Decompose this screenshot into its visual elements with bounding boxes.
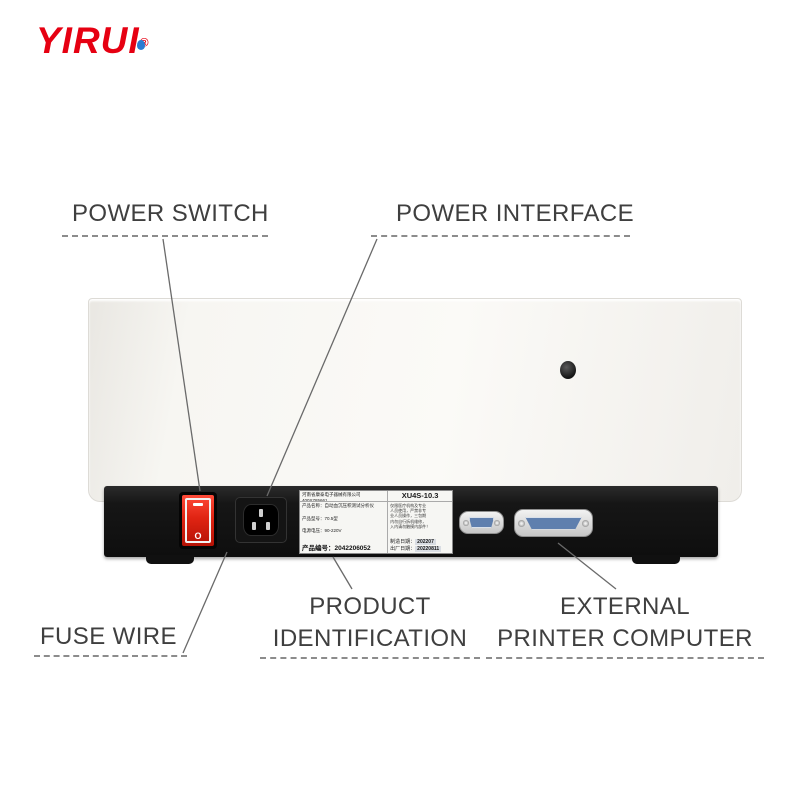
product-identification-underline xyxy=(260,657,480,659)
device-foot-left xyxy=(146,555,194,564)
product-identification-leader-line xyxy=(332,556,353,590)
parallel-port-db25[interactable] xyxy=(514,509,593,537)
db25-connector-insert xyxy=(525,516,582,530)
product-nameplate: 河南省康泰电子器械有限公司 400X785661 XU4S-10.3 产品名称：… xyxy=(299,490,453,554)
power-switch-underline xyxy=(62,235,268,237)
power-switch-on-mark xyxy=(193,503,203,506)
nameplate-left-column: 产品名称：自动血沉压积测试分析仪 产品型号：70.5型 电源电压：90-220V… xyxy=(300,502,389,553)
fuse-wire-underline xyxy=(34,655,187,657)
device-rear-body xyxy=(88,298,742,502)
nameplate-row: 产品型号：70.5型 xyxy=(302,515,338,521)
db25-screw-left xyxy=(518,519,525,527)
external-printer-label: EXTERNAL PRINTER COMPUTER xyxy=(497,593,753,652)
device-foot-right xyxy=(632,555,680,564)
screw-hole xyxy=(560,361,576,379)
nameplate-model: XU4S-10.3 xyxy=(401,491,439,500)
power-inlet-cavity xyxy=(243,504,279,536)
power-interface-underline xyxy=(371,235,630,237)
external-printer-underline xyxy=(486,657,764,659)
power-switch-label: POWER SWITCH xyxy=(72,200,269,227)
power-inlet-line-pin xyxy=(252,522,256,530)
brand-logo-text: YIRUI xyxy=(36,20,140,61)
product-identification-label: PRODUCT IDENTIFICATION xyxy=(272,593,468,652)
fuse-wire-leader-line xyxy=(182,551,228,654)
nameplate-ship-date: 出厂日期：20220811 xyxy=(390,546,442,552)
power-inlet-ground-pin xyxy=(259,509,263,517)
nameplate-row: 产品名称：自动血沉压积测试分析仪 xyxy=(302,503,374,508)
droplet-icon xyxy=(137,40,145,50)
nameplate-right-column: 仅限医疗机构及专业 人员使用，严禁非专 业人员操作，三包期 内勿自行拆机维修， … xyxy=(388,502,452,553)
nameplate-serial-number: 产品编号：2042206052 xyxy=(302,544,371,552)
db9-connector-insert xyxy=(468,517,495,528)
db9-screw-right xyxy=(494,519,500,526)
serial-port-db9[interactable] xyxy=(459,511,504,534)
db9-screw-left xyxy=(463,519,469,526)
nameplate-company: 河南省康泰电子器械有限公司 400X785661 xyxy=(300,491,389,501)
nameplate-notice: 仅限医疗机构及专业 人员使用，严禁非专 业人员操作，三包期 内勿自行拆机维修， … xyxy=(390,503,431,529)
power-switch-off-mark: O xyxy=(194,531,202,541)
power-switch[interactable]: O xyxy=(179,492,217,549)
nameplate-manufacture-date: 制造日期：202207 xyxy=(390,539,436,545)
power-switch-outline xyxy=(185,498,211,543)
power-switch-rocker[interactable]: O xyxy=(182,495,214,546)
power-interface-label: POWER INTERFACE xyxy=(396,200,635,227)
brand-logo: YIRUI® xyxy=(36,20,149,62)
db25-screw-right xyxy=(582,519,589,527)
power-inlet-neutral-pin xyxy=(266,522,270,530)
power-inlet-socket[interactable] xyxy=(235,497,287,543)
nameplate-body: 产品名称：自动血沉压积测试分析仪 产品型号：70.5型 电源电压：90-220V… xyxy=(300,502,452,553)
nameplate-row: 电源电压：90-220V xyxy=(302,528,342,534)
fuse-wire-label: FUSE WIRE xyxy=(40,623,177,650)
nameplate-header: 河南省康泰电子器械有限公司 400X785661 XU4S-10.3 xyxy=(300,491,452,502)
